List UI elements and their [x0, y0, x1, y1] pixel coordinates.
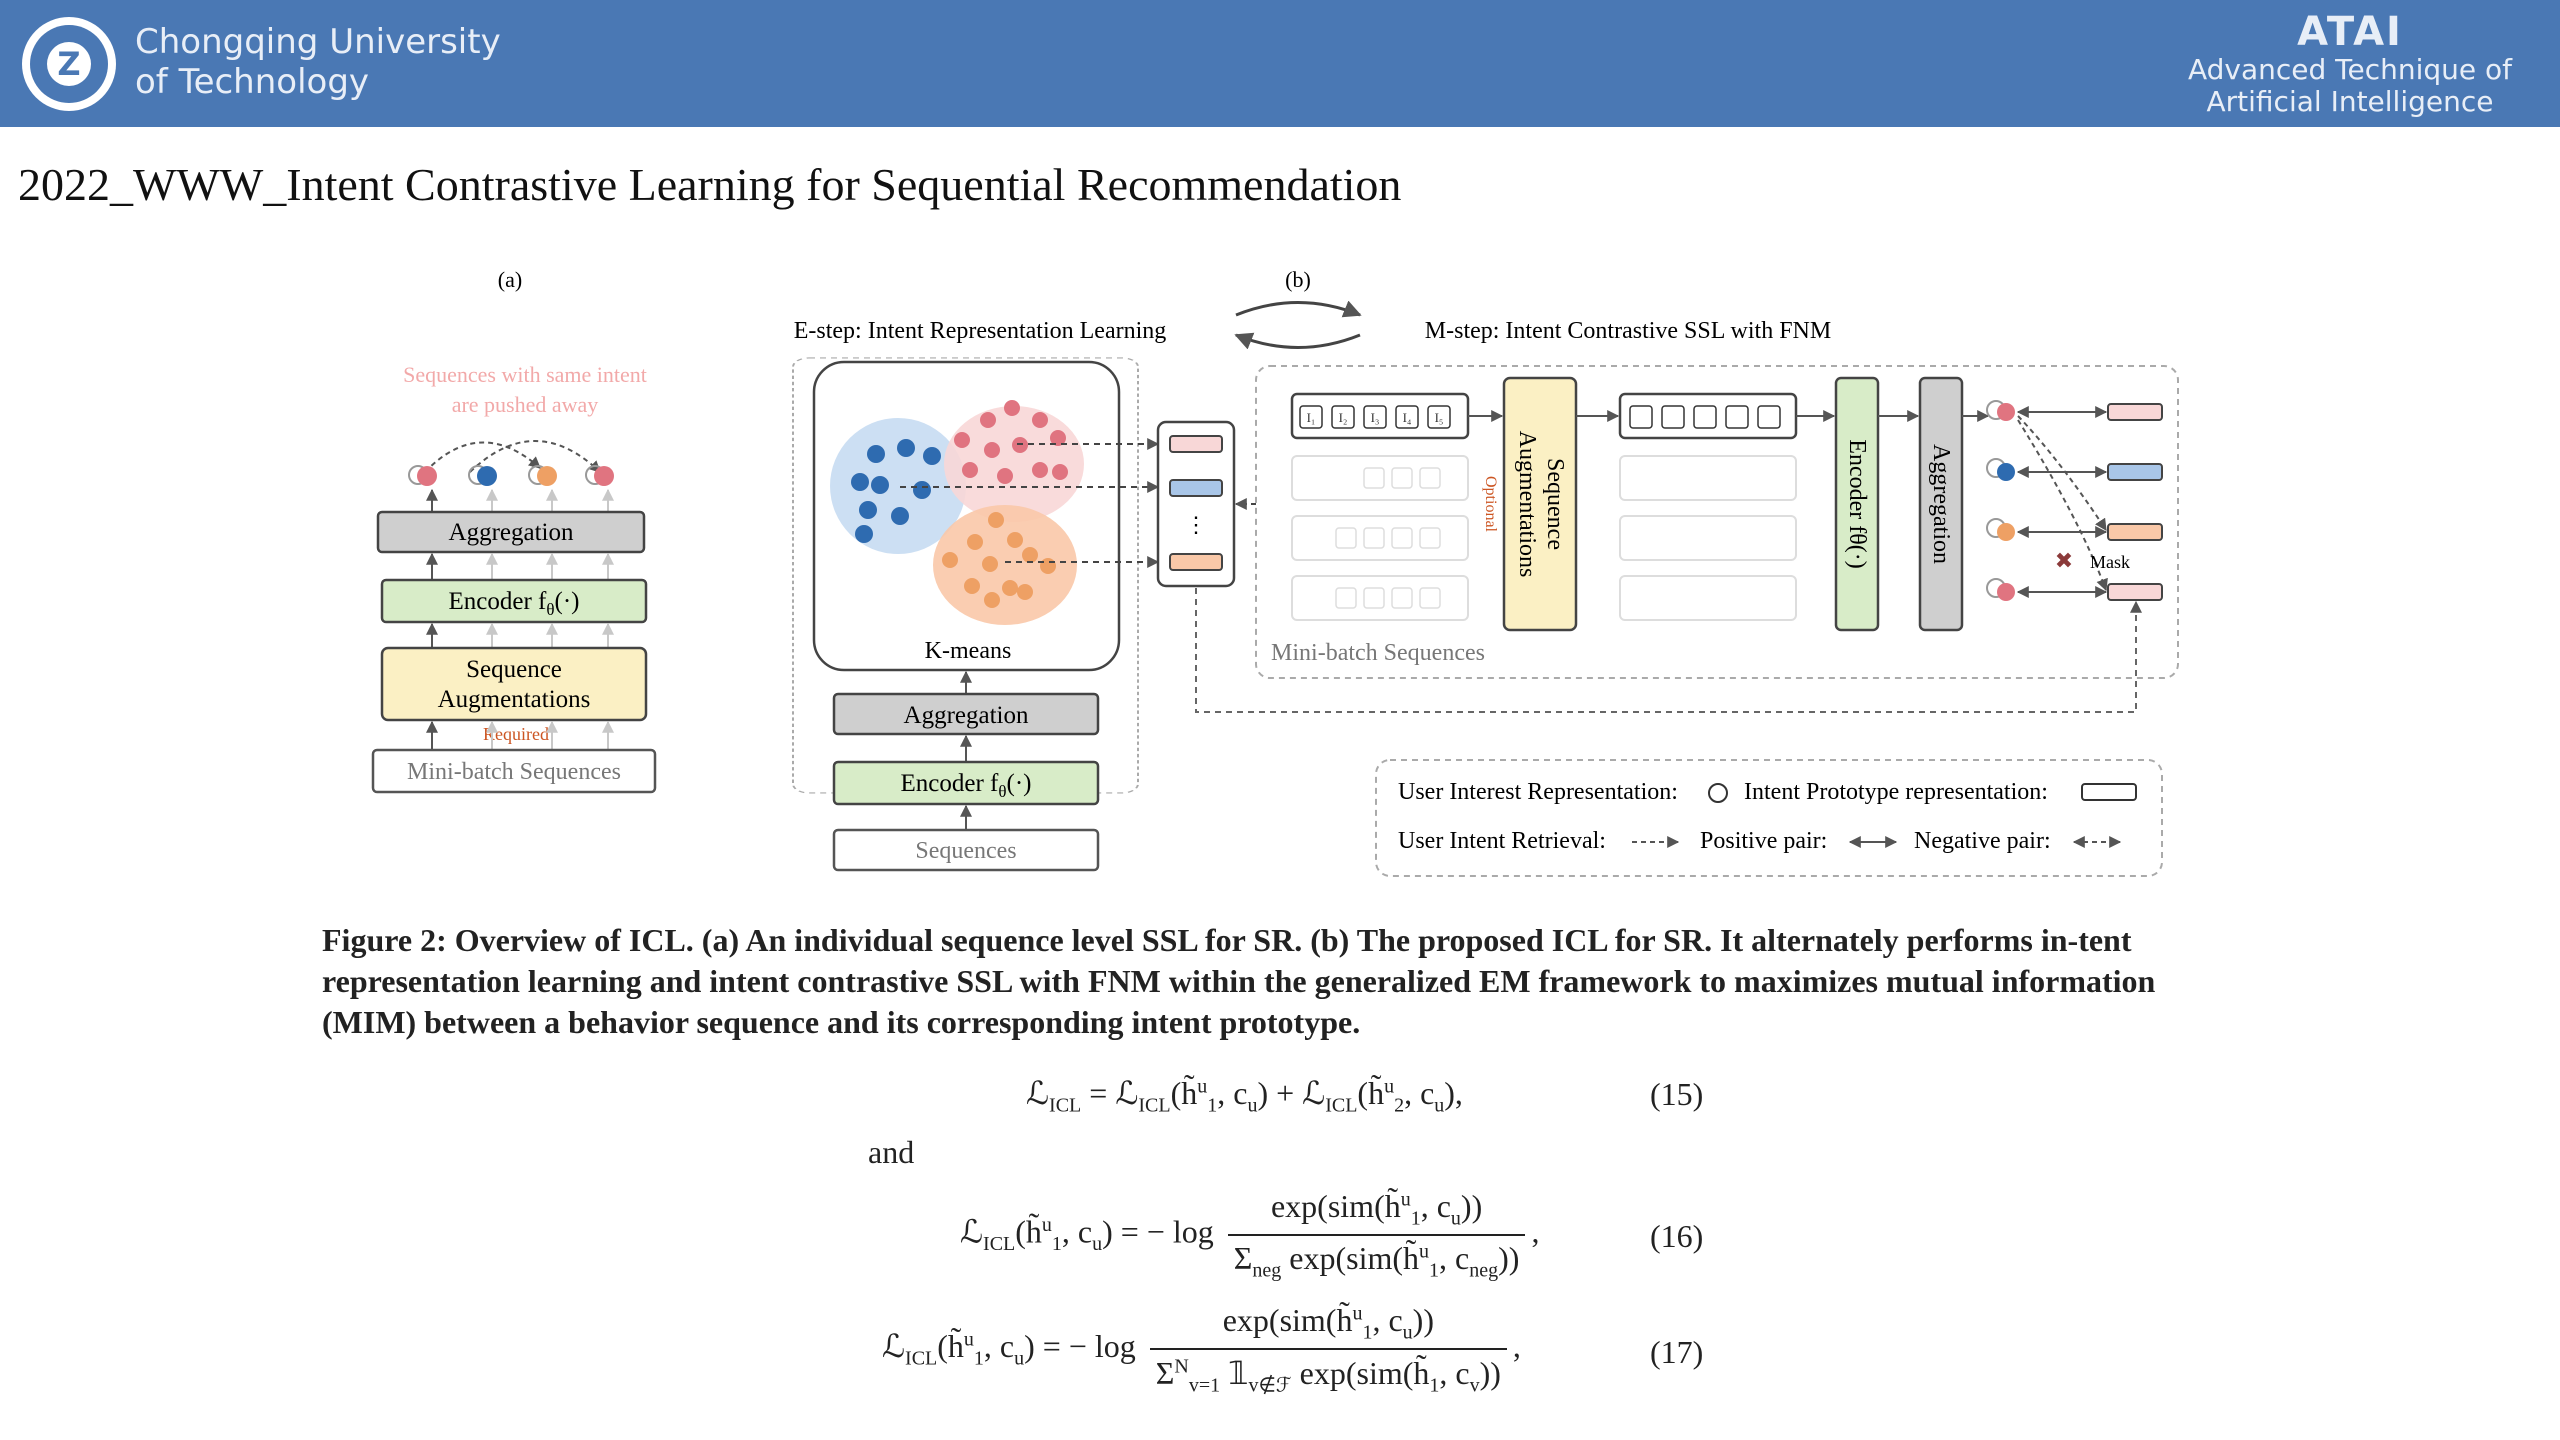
interest-node-red: [417, 466, 437, 486]
encoder-label-m: Encoder fθ(·): [1844, 439, 1870, 568]
prototype-blue: [1169, 479, 1223, 497]
legend-intent-prototype: Intent Prototype representation:: [1744, 779, 2048, 805]
red-cluster: [944, 406, 1084, 522]
equation-17-fraction: exp(sim(h̃u1, cu)) ΣNv=1 𝟙v∉ℱ exp(sim(h̃…: [1149, 1302, 1507, 1398]
legend-positive-pair: Positive pair:: [1700, 828, 1827, 854]
red-points: [954, 400, 1068, 484]
item-i5: I₅: [1435, 410, 1444, 425]
lab-branding: ATAI Advanced Technique of Artificial In…: [2180, 10, 2520, 118]
augmented-sequences: [1618, 392, 1798, 621]
legend-prototype-icon: [2081, 783, 2137, 801]
equation-17: ℒICL(h̃u1, cu) = − log exp(sim(h̃u1, cu)…: [882, 1302, 1521, 1398]
mstep-title: M-step: Intent Contrastive SSL with FNM: [1425, 318, 1831, 344]
lab-line2: Artificial Intelligence: [2206, 85, 2494, 118]
minibatch-box-a: [371, 748, 657, 794]
and-word: and: [868, 1134, 915, 1170]
encoder-box-a: [380, 578, 648, 624]
prototype-dots: ⋮: [1185, 512, 1207, 537]
encoder-label-e: Encoder fθ(·): [900, 770, 1031, 801]
mstep-panel: I₁ I₂ I₃ I₄ I₅ Sequence Augmentations: [1255, 365, 2179, 679]
estep-title: E-step: Intent Representation Learning: [794, 318, 1167, 344]
interest-node-blue: [477, 466, 497, 486]
label-b: (b): [1285, 267, 1311, 292]
prototype-orange: [1169, 553, 1223, 571]
header-bar: Z Chongqing University of Technology ATA…: [0, 0, 2560, 127]
aggregation-label-a: Aggregation: [449, 519, 574, 546]
augmentation-line1-m: Sequence: [1542, 458, 1568, 550]
aggregation-box-a: [376, 510, 646, 554]
legend-negative-pair: Negative pair:: [1914, 828, 2051, 854]
negative-pair-arc: [424, 441, 541, 473]
kmeans-label: K-means: [925, 638, 1012, 664]
aggregation-label-m: Aggregation: [1928, 444, 1954, 564]
slide-title: 2022_WWW_Intent Contrastive Learning for…: [18, 159, 1402, 210]
target-prototype-red-2: [2107, 583, 2163, 601]
aggregation-box-m: [1918, 376, 1964, 632]
augmentation-box-m: [1502, 376, 1578, 632]
required-label: Required: [483, 724, 549, 744]
legend-user-interest: User Interest Representation:: [1398, 779, 1678, 805]
item-i3: I₃: [1371, 410, 1380, 425]
pushed-note-line2: are pushed away: [452, 392, 599, 417]
encoder-box-e: [832, 760, 1100, 806]
mask-label: Mask: [2090, 552, 2130, 572]
encoder-label-a: Encoder fθ(·): [448, 588, 579, 619]
negative-pair-arc: [469, 440, 601, 473]
legend-user-intent-retrieval: User Intent Retrieval:: [1398, 828, 1606, 854]
aggregation-box-e: [832, 692, 1100, 736]
sequences-box-e: [832, 828, 1100, 872]
university-line1: Chongqing University: [135, 22, 501, 62]
equation-16-fraction: exp(sim(h̃u1, cu)) Σneg exp(sim(h̃u1, cn…: [1227, 1188, 1526, 1283]
orange-cluster: [933, 505, 1077, 625]
prototype-red: [1169, 435, 1223, 453]
panel-a: Sequences with same intent are pushed aw…: [371, 362, 657, 794]
minibatch-label-m: Mini-batch Sequences: [1271, 640, 1485, 666]
lab-acronym: ATAI: [2297, 9, 2403, 55]
item-i2: I₂: [1339, 410, 1348, 425]
minibatch-label-a: Mini-batch Sequences: [407, 759, 621, 785]
target-prototype-blue: [2107, 463, 2163, 481]
university-logo-icon: Z: [22, 17, 116, 111]
equation-16-number: (16): [1650, 1218, 1704, 1254]
label-a: (a): [498, 267, 522, 292]
interest-node-orange: [537, 466, 557, 486]
equation-17-number: (17): [1650, 1334, 1704, 1370]
equation-16: ℒICL(h̃u1, cu) = − log exp(sim(h̃u1, cu)…: [960, 1188, 1540, 1283]
legend-circle-icon: [1708, 783, 1728, 803]
orange-points: [942, 512, 1056, 608]
figure-caption: Figure 2: Overview of ICL. (a) An indivi…: [322, 922, 2156, 1040]
mask-icon: ✖: [2055, 548, 2073, 573]
augmentation-line2-a: Augmentations: [438, 686, 591, 713]
augmentation-box-a: [380, 646, 648, 722]
em-loop-icon: [1234, 300, 1362, 350]
icl-figure: (a) (b) Sequences with same intent are p…: [371, 267, 2179, 877]
item-i1: I₁: [1307, 410, 1316, 425]
interest-node-red: [594, 466, 614, 486]
augmentation-line1-a: Sequence: [466, 656, 562, 683]
blue-points: [851, 439, 941, 543]
target-prototype-orange: [2107, 523, 2163, 541]
optional-label: Optional: [1482, 476, 1499, 533]
user-interest-nodes: [1986, 400, 2015, 601]
university-line2: of Technology: [135, 62, 370, 102]
lab-line1: Advanced Technique of: [2187, 53, 2513, 86]
encoder-box-m: [1834, 376, 1880, 632]
estep-panel: K-means Aggregation Encoder fθ(·) Sequen…: [792, 357, 1160, 872]
target-prototype-red: [2107, 403, 2163, 421]
prototype-stack: ⋮: [1156, 420, 1236, 588]
intent-retrieval-path: [1195, 588, 2142, 713]
item-i4: I₄: [1403, 410, 1412, 425]
university-name: Chongqing University of Technology: [135, 22, 501, 102]
aggregation-label-e: Aggregation: [904, 702, 1029, 729]
input-sequences: I₁ I₂ I₃ I₄ I₅: [1290, 392, 1470, 621]
sequences-label-e: Sequences: [915, 838, 1016, 864]
equation-15-number: (15): [1650, 1076, 1704, 1112]
equation-15: ℒICL = ℒICL(h̃u1, cu) + ℒICL(h̃u2, cu),: [1026, 1075, 1463, 1117]
augmentation-line2-m: Augmentations: [1514, 431, 1540, 578]
pushed-note-line1: Sequences with same intent: [403, 362, 647, 387]
legend: User Interest Representation: Intent Pro…: [1375, 759, 2163, 877]
